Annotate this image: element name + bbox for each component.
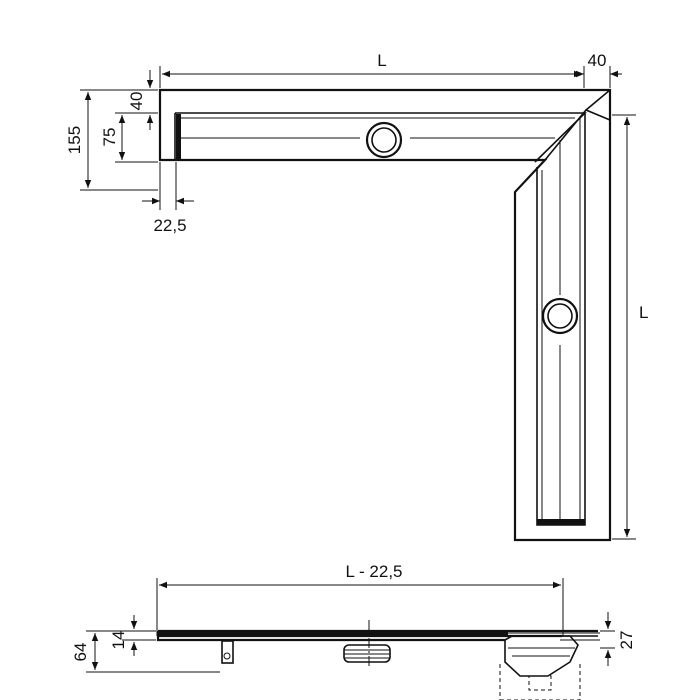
dim-right-length: L xyxy=(612,114,648,540)
dim-section-length-label: L - 22,5 xyxy=(345,562,402,581)
dim-top-right-40: 40 xyxy=(572,51,622,88)
dim-left-155: 155 xyxy=(65,89,158,191)
dim-left-40: 40 xyxy=(127,70,158,130)
dim-section-length: L - 22,5 xyxy=(159,562,561,589)
right-channel-plate xyxy=(537,519,585,525)
dim-right-length-label: L xyxy=(639,303,648,322)
section-bracket xyxy=(221,640,234,664)
section-view xyxy=(156,578,600,700)
top-channel-plate xyxy=(176,114,181,160)
dim-section-14: 14 xyxy=(109,615,156,656)
right-drain-outlet xyxy=(541,297,579,335)
plan-view xyxy=(158,88,612,542)
dim-bottom-label: 22,5 xyxy=(153,216,186,235)
outer-frame xyxy=(158,88,612,542)
dim-section-27: 27 xyxy=(600,612,636,666)
dim-left-75: 75 xyxy=(100,112,158,163)
dim-left-155-label: 155 xyxy=(65,126,84,154)
top-channel-inner xyxy=(179,117,575,160)
dim-bottom-22-5: 22,5 xyxy=(142,162,194,235)
mitre-line xyxy=(544,89,611,161)
dim-section-64: 64 xyxy=(71,630,220,673)
dim-left-75-label: 75 xyxy=(100,128,119,147)
dim-section-27-label: 27 xyxy=(617,631,636,650)
section-drain-body xyxy=(499,635,581,700)
dim-section-14-label: 14 xyxy=(109,631,128,650)
top-drain-outlet xyxy=(365,121,403,159)
dim-top-right-label: 40 xyxy=(588,51,607,70)
right-channel-inner xyxy=(541,118,581,520)
dim-section-64-label: 64 xyxy=(71,643,90,662)
dim-top-length-label: L xyxy=(377,51,386,70)
dim-left-40-label: 40 xyxy=(127,92,146,111)
section-clip xyxy=(343,644,391,663)
dim-top-length: L xyxy=(159,51,585,88)
